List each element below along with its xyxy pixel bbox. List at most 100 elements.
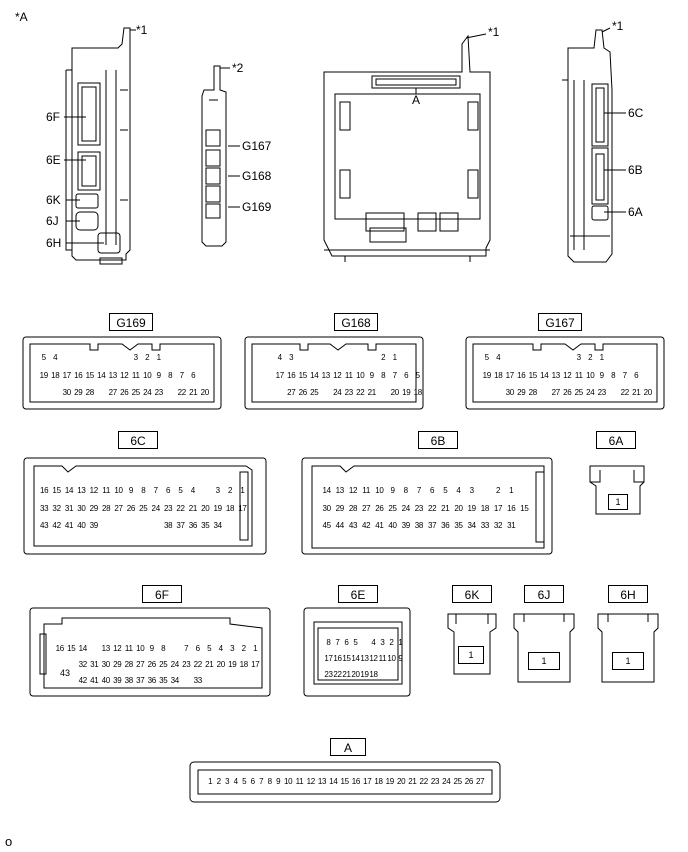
pin-cell: 21 — [189, 388, 198, 397]
pin-cell: 4 — [277, 353, 282, 362]
pin-cell — [96, 388, 108, 399]
pin-cell: 19 — [213, 504, 223, 513]
pin-cell: 28 — [85, 388, 95, 397]
pin-cell: 11 — [362, 486, 371, 495]
pin-cell: 20 — [216, 660, 226, 669]
pin-cell: 30 — [77, 504, 86, 513]
pin-cell: 15 — [520, 504, 529, 513]
pin-cell: 10 — [387, 654, 396, 663]
label-g167: G167 — [242, 139, 272, 153]
pin-cell: 26 — [563, 388, 572, 397]
pin-cell: 4 — [496, 353, 501, 362]
pin-cell: 5 — [443, 486, 448, 495]
pin-cell: 31 — [90, 660, 99, 669]
pin-cell: 22 — [356, 388, 365, 397]
pin-cell: 18 — [413, 388, 423, 397]
pin-cell: 1 — [156, 353, 161, 362]
pin-cell: 5 — [484, 353, 489, 362]
pin-cell — [343, 353, 355, 364]
pin-cell: 9 — [276, 777, 281, 786]
pin-cell: 13 — [360, 654, 369, 663]
tag-g169: G169 — [109, 313, 153, 331]
tag-6a: 6A — [596, 431, 636, 449]
pin-cell: 14 — [97, 371, 106, 380]
pin-cell: 25 — [159, 660, 168, 669]
pin-cell: 18 — [369, 670, 378, 679]
pin-cell: 28 — [528, 388, 538, 397]
pin-cell: 6 — [634, 371, 639, 380]
ref-mark-1-left: *1 — [136, 23, 148, 37]
pin-cell: 12 — [369, 654, 378, 663]
pin-cell: 19 — [360, 670, 369, 679]
pin-cell: 9 — [369, 371, 374, 380]
pin-cell: 7 — [259, 777, 264, 786]
pin-cell: 5 — [415, 371, 420, 380]
pin-cell — [608, 388, 620, 399]
pin-cell: 14 — [351, 654, 360, 663]
pin-cell: 37 — [427, 521, 437, 530]
pin-cell: 34 — [213, 521, 223, 530]
tag-6k: 6K — [452, 585, 492, 603]
pin-cell: 9 — [599, 371, 604, 380]
pin-cell: 21 — [342, 670, 351, 679]
pin-cell: 15 — [67, 644, 76, 653]
pin-cell: 14 — [310, 371, 319, 380]
pin-cell — [320, 353, 332, 364]
pin-cell: 34 — [467, 521, 477, 530]
pin-6a-1: 1 — [608, 494, 628, 510]
pin-cell: 1 — [509, 486, 514, 495]
pin-6j-1: 1 — [528, 652, 560, 670]
pin-cell: 6 — [344, 638, 349, 647]
pin-cell — [378, 388, 390, 399]
pin-cell: 2 — [145, 353, 150, 362]
pin-cell: 38 — [414, 521, 424, 530]
pin-cell: 8 — [267, 777, 272, 786]
pin-cell: 15 — [85, 371, 95, 380]
tag-6b: 6B — [418, 431, 458, 449]
pin-cell: 20 — [643, 388, 653, 397]
pin-cell: 15 — [340, 777, 349, 786]
pin-cell: 36 — [441, 521, 450, 530]
pin-cell: 42 — [78, 676, 88, 685]
pin-cell: 21 — [367, 388, 377, 397]
pin-cell — [516, 353, 528, 364]
pin-cell: 26 — [120, 388, 129, 397]
pin-cell: 26 — [375, 504, 384, 513]
pin-cell: 8 — [326, 638, 331, 647]
pin-cell: 43 — [40, 521, 49, 530]
pin-cell: 5 — [178, 486, 183, 495]
pin-cell — [360, 638, 369, 649]
pin-cell — [527, 353, 539, 364]
pin-cell: 2 — [241, 644, 246, 653]
pin-cell: 17 — [275, 371, 285, 380]
pin-cell: 19 — [402, 388, 411, 397]
label-g169: G169 — [242, 200, 272, 214]
tag-6e: 6E — [338, 585, 378, 603]
pin-cell: 27 — [114, 504, 123, 513]
pin-cell: 14 — [64, 486, 74, 495]
label-6k: 6K — [46, 193, 61, 207]
pin-cell: 37 — [176, 521, 185, 530]
pin-cell — [366, 353, 378, 364]
pin-cell: 35 — [201, 521, 210, 530]
pin-cell — [355, 353, 367, 364]
pin-cell: 1 — [208, 777, 213, 786]
pin-cell: 3 — [576, 353, 581, 362]
pin-cell: 41 — [64, 521, 74, 530]
pin-cell: 7 — [392, 371, 397, 380]
pin-cell: 11 — [124, 644, 133, 653]
pin-cell: 13 — [551, 371, 561, 380]
pin-cell: 29 — [74, 388, 83, 397]
pin-cell: 19 — [39, 371, 49, 380]
pin-cell — [112, 521, 124, 532]
pin-cell — [61, 353, 73, 364]
pin-cell: 9 — [398, 654, 403, 663]
pin-cell: 17 — [251, 660, 260, 669]
